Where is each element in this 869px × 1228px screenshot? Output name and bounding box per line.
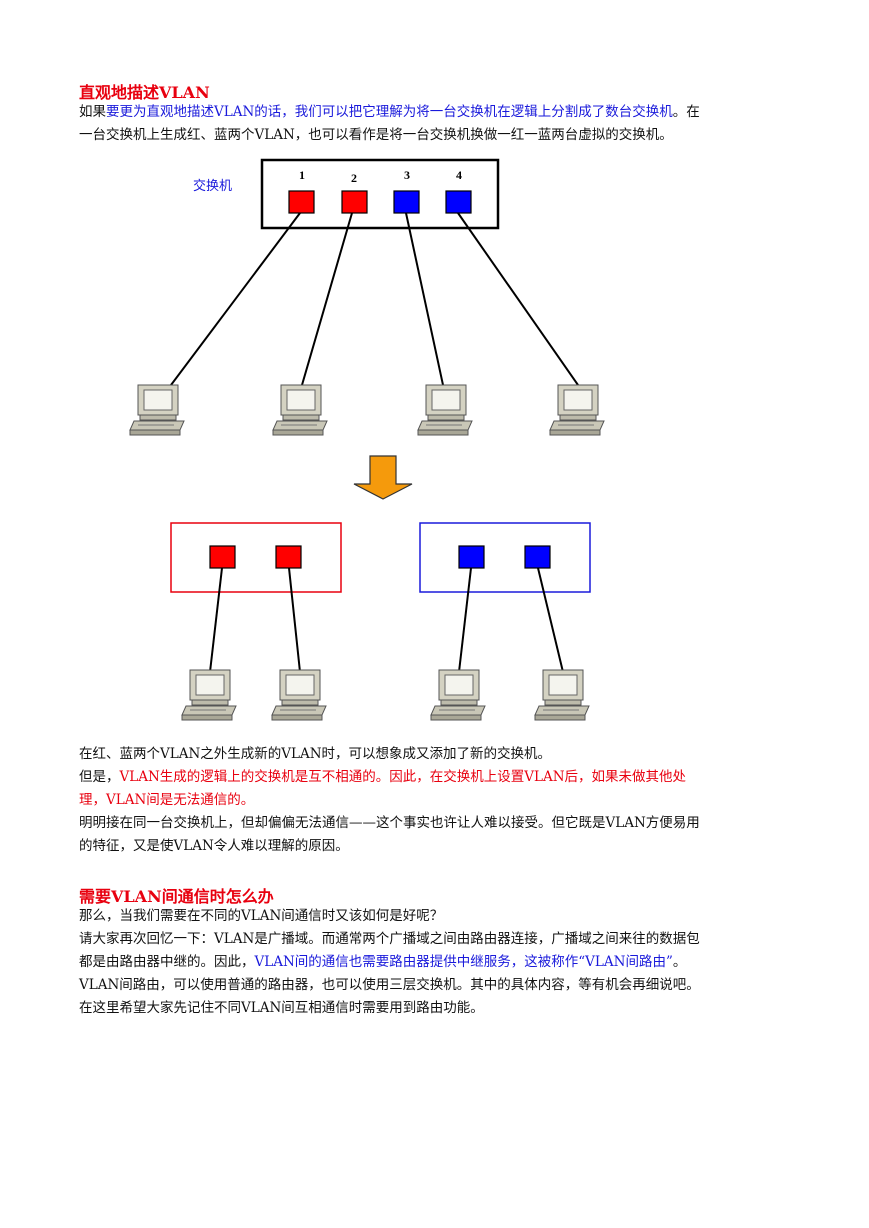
red-virtual-switch: [170, 522, 342, 593]
computer-icon: [549, 384, 605, 436]
blue-virtual-switch: [419, 522, 591, 593]
intro-text-line2: 一台交换机上生成红、蓝两个VLAN，也可以看作是将一台交换机换做一红一蓝两台虚拟…: [79, 127, 673, 143]
cable-1: [170, 212, 301, 386]
same-switch-sentence: 明明接在同一台交换机上，但却偏偏无法通信——这个事实也许让人难以接受。但它既是V…: [79, 815, 700, 831]
down-arrow-icon: [353, 455, 413, 500]
vlan-diagram: 交换机 1 2 3 4: [129, 158, 605, 721]
red-cable-b: [288, 567, 301, 673]
intro-text-highlight: 要更为直观地描述VLAN的话，我们可以把它理解为将一台交换机在逻辑上分割成了数台…: [106, 104, 673, 120]
red-cable-a: [209, 567, 223, 673]
cable-3: [405, 212, 444, 386]
blue-cable-a: [458, 567, 472, 673]
same-switch-sentence-line2: 的特征，又是使VLAN令人难以理解的原因。: [79, 838, 349, 854]
port-1-red: [288, 190, 315, 214]
body-paragraph-1: 在红、蓝两个VLAN之外生成新的VLAN时，可以想象成又添加了新的交换机。 但是…: [79, 743, 793, 858]
cable-4: [457, 212, 579, 386]
blue-cable-b: [537, 567, 564, 673]
port-3-blue: [393, 190, 420, 214]
port-number-2: 2: [351, 171, 357, 185]
port-2-red: [341, 190, 368, 214]
intro-paragraph: 如果要更为直观地描述VLAN的话，我们可以把它理解为将一台交换机在逻辑上分割成了…: [79, 101, 793, 147]
computer-icon: [181, 669, 237, 721]
computer-icon: [271, 669, 327, 721]
section-heading-inter-vlan: 需要VLAN间通信时怎么办: [79, 887, 274, 906]
port-number-3: 3: [404, 168, 410, 182]
remember-sentence: 在这里希望大家先记住不同VLAN间互相通信时需要用到路由功能。: [79, 1000, 484, 1016]
question-sentence: 那么，当我们需要在不同的VLAN间通信时又该如何是好呢？: [79, 908, 444, 924]
body-paragraph-2: 那么，当我们需要在不同的VLAN间通信时又该如何是好呢？ 请大家再次回忆一下：V…: [79, 905, 793, 1020]
port-number-4: 4: [456, 168, 462, 182]
computer-icon: [272, 384, 328, 436]
blue-port-b: [524, 545, 551, 569]
new-vlan-sentence: 在红、蓝两个VLAN之外生成新的VLAN时，可以想象成又添加了新的交换机。: [79, 746, 552, 762]
red-port-b: [275, 545, 302, 569]
computer-icon: [430, 669, 486, 721]
vlan-isolated-highlight-line2: 理，VLAN间是无法通信的。: [79, 792, 255, 808]
period: 。: [672, 954, 687, 970]
port-4-blue: [445, 190, 472, 214]
vlan-isolated-highlight: VLAN生成的逻辑上的交换机是互不相通的。因此，在交换机上设置VLAN后，如果未…: [119, 769, 687, 785]
intro-text-suffix: 。在: [672, 104, 700, 120]
inter-vlan-routing-highlight: VLAN间的通信也需要路由器提供中继服务，这被称作“VLAN间路由”: [254, 954, 673, 970]
cable-2: [301, 212, 353, 386]
switch-label: 交换机: [193, 178, 232, 193]
computer-icon: [417, 384, 473, 436]
intro-text-prefix: 如果: [79, 104, 106, 120]
but-prefix: 但是，: [79, 769, 120, 785]
blue-port-a: [458, 545, 485, 569]
port-number-1: 1: [299, 168, 305, 182]
section-heading-vlan-intuitive: 直观地描述VLAN: [79, 83, 210, 102]
recall-sentence-line2: 都是由路由器中继的。因此，: [79, 954, 255, 970]
computer-icon: [129, 384, 185, 436]
red-port-a: [209, 545, 236, 569]
computer-icon: [534, 669, 590, 721]
recall-sentence: 请大家再次回忆一下：VLAN是广播域。而通常两个广播域之间由路由器连接，广播域之…: [79, 931, 700, 947]
routing-options-sentence: VLAN间路由，可以使用普通的路由器，也可以使用三层交换机。其中的具体内容，等有…: [79, 977, 700, 993]
